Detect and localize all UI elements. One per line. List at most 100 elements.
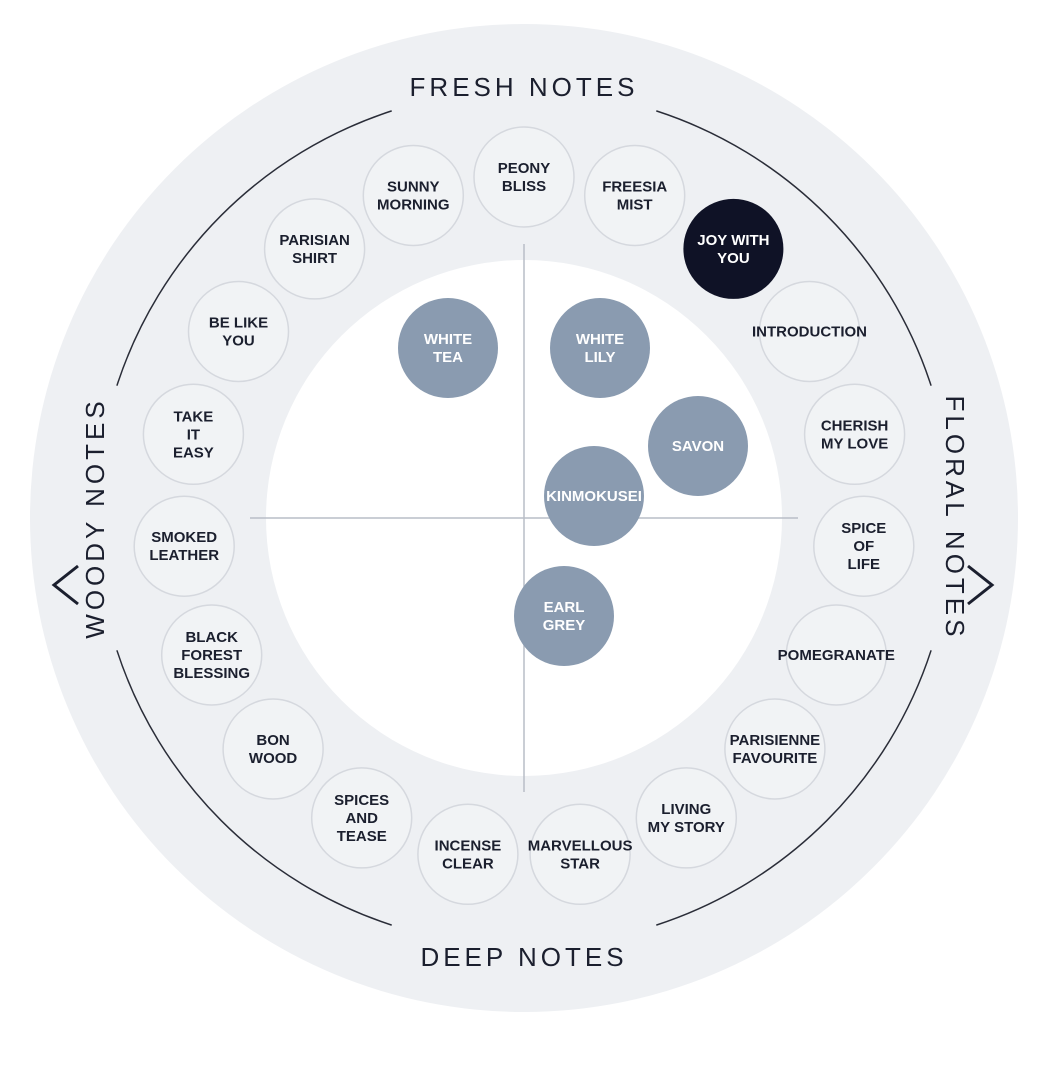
node-label: CHERISH: [821, 417, 889, 434]
node-label: SPICES: [334, 792, 389, 809]
node-label: EASY: [173, 444, 214, 461]
fragrance-node-circle[interactable]: [222, 698, 324, 800]
node-label: LILY: [584, 349, 615, 366]
fragrance-node-circle[interactable]: [473, 126, 575, 228]
node-label: JOY WITH: [697, 232, 769, 249]
node-label: TAKE: [174, 408, 214, 425]
fragrance-node-circle[interactable]: [785, 604, 888, 706]
ring-arc: [116, 110, 392, 386]
inner-fragrance-circle[interactable]: [514, 566, 614, 666]
node-label: OF: [853, 538, 874, 555]
node-label: BE LIKE: [209, 315, 268, 332]
node-label: SMOKED: [151, 529, 217, 546]
fragrance-node-circle[interactable]: [724, 698, 826, 800]
node-label: FREESIA: [602, 179, 667, 196]
inner-fragrance-circle[interactable]: [550, 298, 650, 398]
fragrance-node-circle[interactable]: [310, 767, 413, 869]
node-label: MY LOVE: [821, 435, 888, 452]
inner-fragrance-node[interactable]: KINMOKUSEI: [544, 446, 644, 546]
fragrance-node-circle[interactable]: [417, 803, 519, 906]
inner-fragrance-node[interactable]: SAVON: [648, 396, 748, 496]
node-label: GREY: [543, 617, 586, 634]
ring-arc: [656, 650, 932, 926]
node-label: CLEAR: [442, 855, 494, 872]
node-label: STAR: [560, 855, 600, 872]
node-label: AND: [345, 810, 378, 827]
node-label: FOREST: [181, 647, 242, 664]
ring-arc: [116, 650, 392, 926]
fragrance-node[interactable]: INTRODUCTION: [752, 280, 867, 383]
node-label: INTRODUCTION: [752, 324, 867, 341]
node-label: PARISIAN: [279, 232, 350, 249]
inner-fragrance-circle[interactable]: [648, 396, 748, 496]
node-label: POMEGRANATE: [778, 647, 895, 664]
node-label: SHIRT: [292, 250, 337, 267]
node-label: MORNING: [377, 197, 450, 214]
node-label: LEATHER: [149, 547, 219, 564]
node-label: IT: [187, 426, 200, 443]
fragrance-node-circle[interactable]: [583, 144, 686, 247]
node-label: MY STORY: [648, 819, 725, 836]
fragrance-node-circle[interactable]: [133, 495, 235, 597]
node-label: BLISS: [502, 178, 546, 195]
chevron-right-icon[interactable]: [962, 562, 998, 608]
node-label: TEA: [433, 349, 463, 366]
chevron-left-icon[interactable]: [48, 562, 84, 608]
node-label: MIST: [617, 197, 653, 214]
node-label: SAVON: [672, 438, 724, 455]
node-label: SUNNY: [387, 179, 440, 196]
node-label: BLACK: [185, 629, 238, 646]
fresh-notes-label: FRESH NOTES: [410, 72, 639, 102]
fragrance-node-selected-circle[interactable]: [683, 198, 784, 299]
inner-fragrance-circle[interactable]: [398, 298, 498, 398]
node-label: TEASE: [337, 828, 387, 845]
node-label: KINMOKUSEI: [546, 488, 642, 505]
fragrance-node-circle[interactable]: [803, 383, 906, 486]
fragrance-node-circle[interactable]: [187, 280, 290, 383]
fragrance-node-circle[interactable]: [160, 604, 263, 706]
fragrance-node-circle[interactable]: [635, 767, 738, 869]
deep-notes-label: DEEP NOTES: [420, 942, 627, 972]
node-label: MARVELLOUS: [528, 837, 633, 854]
node-label: FAVOURITE: [733, 750, 818, 767]
node-label: EARL: [544, 599, 585, 616]
inner-fragrance-circle[interactable]: [544, 446, 644, 546]
fragrance-node-circle[interactable]: [362, 144, 465, 247]
fragrance-node-circle[interactable]: [758, 280, 861, 383]
node-label: BLESSING: [173, 665, 250, 682]
fragrance-node[interactable]: POMEGRANATE: [778, 604, 895, 706]
fragrance-node-circle[interactable]: [263, 198, 366, 300]
node-label: WOOD: [249, 750, 297, 767]
ring-arc: [656, 110, 932, 386]
node-label: PEONY: [498, 160, 551, 177]
woody-notes-label: WOODY NOTES: [80, 397, 110, 638]
fragrance-node-circle[interactable]: [142, 383, 245, 486]
fragrance-node-circle[interactable]: [529, 803, 631, 906]
node-label: WHITE: [424, 331, 472, 348]
node-label: YOU: [717, 250, 750, 267]
node-label: LIVING: [661, 801, 711, 818]
fragrance-node-circle[interactable]: [813, 495, 915, 597]
